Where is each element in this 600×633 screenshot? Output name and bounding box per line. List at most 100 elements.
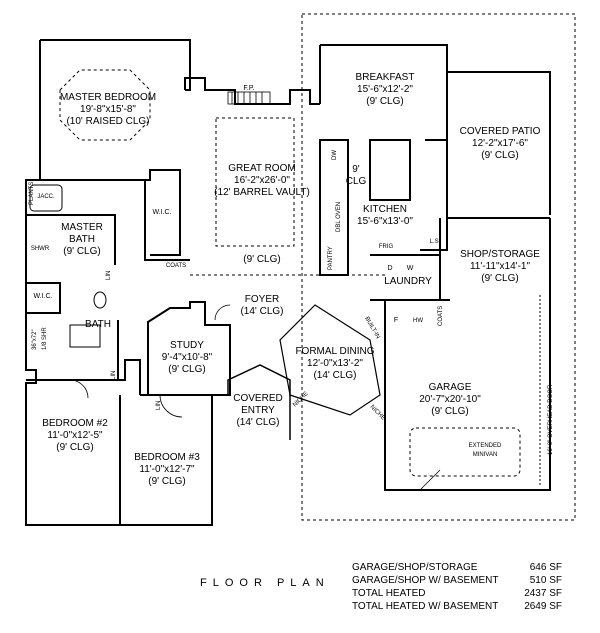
area-table: GARAGE/SHOP/STORAGE 646 SF GARAGE/SHOP W… (352, 561, 562, 613)
dishwasher-label: DW (332, 150, 338, 160)
shop-storage-dims: 11'-11"x14'-1" (470, 261, 530, 272)
formal-dining-ceiling: (14' CLG) (313, 370, 356, 381)
minivan-label-b: MINIVAN (473, 452, 498, 458)
bedroom2-ceiling: (9' CLG) (56, 442, 93, 453)
great-room-ceiling2: (9' CLG) (243, 254, 280, 265)
patio-wall (446, 72, 550, 219)
toilet (93, 291, 107, 309)
shelf-label-2: 1/8 SHR (42, 327, 48, 350)
shop-storage-ceiling: (9' CLG) (481, 273, 518, 284)
plants-label: PLANTS (29, 182, 35, 205)
garage-dims: 20'-7"x20'-10" (419, 394, 481, 405)
area-value: 646 SF (529, 562, 562, 573)
built-in-label: BUILT-IN (363, 316, 380, 340)
coats-label-2: COATS (438, 306, 444, 326)
bedroom-hall-wall (26, 359, 141, 395)
water-heater-label: HW (413, 318, 423, 324)
garage-name: GARAGE (429, 382, 472, 393)
covered-patio-dims: 12'-2"x17'-6" (472, 138, 528, 149)
minivan-outline (409, 427, 521, 477)
kitchen-name: KITCHEN (363, 204, 407, 215)
area-row: GARAGE/SHOP/STORAGE 646 SF (352, 561, 562, 574)
dryer-label: D (387, 265, 392, 272)
bedroom3-dims: 11'-0"x12'-7" (139, 464, 195, 475)
master-bath-name-a: MASTER (61, 222, 103, 233)
door-swing (214, 304, 231, 321)
foyer-ceiling: (14' CLG) (240, 306, 283, 317)
formal-dining-name: FORMAL DINING (295, 346, 374, 357)
overhead-door-label: 16'-0" OVERHEAD DOOR (548, 384, 554, 455)
bedroom3-ceiling: (9' CLG) (148, 476, 185, 487)
area-value: 2437 SF (524, 588, 562, 599)
freezer-label: F (394, 317, 398, 324)
area-label: GARAGE/SHOP W/ BASEMENT (352, 575, 499, 586)
great-room-dims: 16'-2"x26'-0" (234, 175, 290, 186)
breakfast-ceiling: (9' CLG) (366, 96, 403, 107)
bedroom2-name: BEDROOM #2 (42, 418, 108, 429)
shelf-label-1: 36"x72" (32, 329, 38, 350)
kitchen-counter-east (420, 139, 448, 251)
master-closet-wall (40, 169, 181, 256)
door-swing (159, 394, 183, 418)
washer-label: W (407, 265, 414, 272)
lazy-susan-label: L.S. (430, 239, 441, 245)
master-bedroom-ceiling: (10' RAISED CLG) (66, 116, 149, 127)
wic2-wall (26, 282, 61, 314)
covered-entry-wall (227, 364, 291, 440)
master-bedroom-dims: 19'-8"x15'-8" (80, 104, 136, 115)
fireplace-label: F.P. (243, 85, 254, 92)
garage-wall (384, 218, 551, 491)
door-swing (69, 379, 89, 399)
fridge-label: FRIG (379, 244, 394, 250)
great-room-ceiling: (12' BARREL VAULT) (214, 187, 310, 198)
area-value: 2649 SF (524, 601, 562, 612)
fireplace-hearth (227, 91, 271, 105)
great-room-name: GREAT ROOM (228, 163, 295, 174)
covered-patio-name: COVERED PATIO (460, 126, 541, 137)
bedroom3-name: BEDROOM #3 (134, 452, 200, 463)
minivan-label-a: EXTENDED (469, 443, 502, 449)
area-row: GARAGE/SHOP W/ BASEMENT 510 SF (352, 574, 562, 587)
drawing-title: FLOOR PLAN (200, 577, 330, 589)
kitchen-ceiling-b: CLG (346, 176, 367, 187)
wic-label-2: W.I.C. (33, 293, 52, 300)
raised-ceiling-dashed (59, 69, 151, 141)
kitchen-dims: 15'-6"x13'-0" (357, 216, 413, 227)
wic-label-1: W.I.C. (152, 209, 171, 216)
garage-wing-dashed-outline (301, 13, 576, 521)
area-row: TOTAL HEATED W/ BASEMENT 2649 SF (352, 600, 562, 613)
bedroom2-dims: 11'-0"x12'-5" (47, 430, 103, 441)
covered-entry-name-a: COVERED (233, 393, 282, 404)
niche-label-2: NICHE (369, 404, 386, 421)
master-bedroom-wall (40, 39, 191, 91)
coats-label-1: COATS (166, 263, 186, 269)
covered-patio-ceiling: (9' CLG) (481, 150, 518, 161)
master-bedroom-name: MASTER BEDROOM (60, 92, 156, 103)
bedroom3-north-wall (140, 394, 213, 410)
study-ceiling: (9' CLG) (168, 364, 205, 375)
master-bath-ceiling: (9' CLG) (63, 246, 100, 257)
bath-wall (26, 214, 116, 265)
kitchen-island (369, 139, 411, 201)
garage-ceiling: (9' CLG) (431, 406, 468, 417)
pantry-label: PANTRY (328, 246, 334, 270)
kitchen-ceiling-a: 9' (352, 164, 360, 175)
niche-label-1: NICHE (292, 391, 309, 408)
oven-label: DBL OVEN (336, 202, 342, 232)
barrel-vault-dashed (215, 117, 295, 247)
jacuzzi-label: JACC. (37, 194, 55, 200)
shower-label: SHWR (31, 246, 50, 252)
breakfast-name: BREAKFAST (356, 72, 415, 83)
linen-label-2: LIN (111, 371, 117, 380)
linen-label-1: LIN (106, 271, 112, 280)
bath-name: BATH (85, 319, 111, 330)
bath-vanity (69, 324, 101, 348)
covered-entry-ceiling: (14' CLG) (236, 417, 279, 428)
area-label: GARAGE/SHOP/STORAGE (352, 562, 478, 573)
formal-dining-dims: 12'-0"x13'-2" (307, 358, 363, 369)
study-dims: 9'-4"x10'-8" (162, 352, 213, 363)
area-label: TOTAL HEATED (352, 588, 426, 599)
area-row: TOTAL HEATED 2437 SF (352, 587, 562, 600)
foyer-name: FOYER (245, 294, 279, 305)
door-swing (419, 469, 441, 491)
